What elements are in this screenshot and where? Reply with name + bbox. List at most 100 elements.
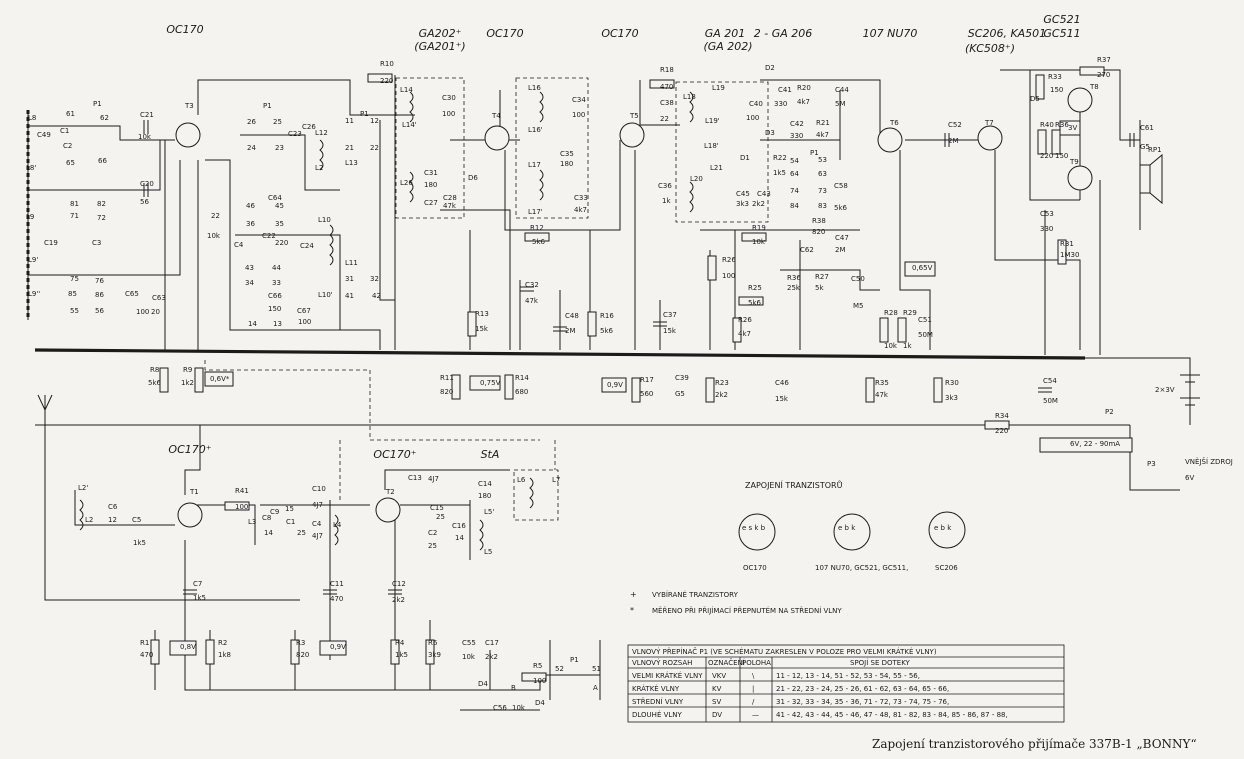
component-label: 2k2 [485,653,498,661]
component-label: 73 [818,187,827,195]
component-label: L19 [712,84,725,92]
component-label: C67 [297,307,311,315]
component-label: R27 [815,273,829,281]
component-label: C61 [1140,124,1154,132]
component-label: L17 [528,161,541,169]
component-label: C1 [286,518,295,526]
component-label: R13 [475,310,489,318]
component-label: R11 [440,374,454,382]
component-label: 4J7 [312,532,323,540]
component-label: 100 [298,318,311,326]
component-label: L26 [400,179,413,187]
component-label: 6V, 22 - 90mA [1070,440,1120,448]
switch-table-header-contacts: SPOJÍ SE DOTEKY [850,658,911,667]
component-label: 820 [440,388,453,396]
component-label: 180 [424,181,437,189]
component-label: C24 [300,242,314,250]
component-label: 10k [752,238,766,246]
component-label: 22 [211,212,220,220]
component-label: T4 [491,112,501,120]
component-label: C62 [800,246,814,254]
component-label: 10k [138,133,152,141]
component-label: 100 [746,114,759,122]
component-label: 51 [592,665,601,673]
component-label: L2 [85,516,93,524]
component-label: 3k3 [945,394,958,402]
component-label: C66 [268,292,282,300]
component-label: R35 [875,379,889,387]
transistor-header: StA [481,448,500,461]
component-label: L18 [683,93,696,101]
component-label: R21 [816,119,830,127]
component-label: P2 [1105,408,1114,416]
component-label: 31 [345,275,354,283]
component-label: 6V [1185,474,1194,482]
component-label: 1k5 [395,651,408,659]
transistor-header: SC206, KA501 [968,27,1046,40]
component-label: D1 [740,154,750,162]
component-label: 2k2 [715,391,728,399]
component-label: D6 [468,174,478,182]
component-label: R20 [797,84,811,92]
component-label: R1 [140,639,149,647]
component-label: R25 [748,284,762,292]
component-label: R14 [515,374,529,382]
component-label: L16 [528,84,541,92]
component-label: 24 [247,144,256,152]
component-label: 0,8V [180,643,196,651]
component-label: C33 [574,194,588,202]
component-label: D4 [535,699,545,707]
component-label: 66 [98,157,107,165]
component-label: C32 [525,281,539,289]
component-label: C31 [424,169,438,177]
component-label: 14 [248,320,257,328]
component-label: 0,75V [480,379,501,387]
component-label: C49 [37,131,51,139]
component-label: C46 [775,379,789,387]
component-label: 25 [273,118,282,126]
component-label: R17 [640,376,654,384]
component-label: T3 [184,102,194,110]
component-label: C54 [1043,377,1057,385]
component-label: C2 [428,529,437,537]
transistor-header: GA 201 [705,27,746,40]
component-label: C34 [572,96,586,104]
component-label: C44 [835,86,849,94]
component-label: R37 [1097,56,1111,64]
component-label: 15k [475,325,489,333]
component-label: 15 [285,505,294,513]
transistor-header: 2 - GA 206 [754,27,813,40]
component-label: 5M [835,100,846,108]
switch-table-header-range: VLNOVÝ ROZSAH [632,658,692,667]
voltage-boxes [169,120,1133,656]
component-label: L14 [400,86,413,94]
pinout-diagrams [738,511,966,551]
component-label: L9'' [28,290,40,298]
component-label: 470 [330,595,343,603]
component-label: T7 [984,119,994,127]
coil-symbols [79,91,694,551]
switch-table-title: VLNOVÝ PŘEPÍNAČ P1 (VE SCHÉMATU ZAKRESLE… [632,647,937,656]
component-label: 470 [660,83,673,91]
component-label: 12 [108,516,117,524]
component-label: 820 [812,228,825,236]
capacitor-symbols [143,120,1135,595]
component-label: D2 [765,64,775,72]
component-label: L8' [26,164,36,172]
component-label: C5 [132,516,141,524]
component-label: 5k6 [148,379,162,387]
pinout-pins-107nu70: e b k [838,524,856,532]
note-symbol-plus: + [630,590,637,599]
component-label: 42 [372,292,381,300]
battery-icon [1180,374,1200,406]
switch-table-cell: KV [712,685,722,693]
component-label: 1k5 [193,594,206,602]
component-label: C48 [565,312,579,320]
switch-table-cell: 31 - 32, 33 - 34, 35 - 36, 71 - 72, 73 -… [776,698,949,706]
component-label: 76 [95,277,104,285]
component-label: 56 [95,307,104,315]
component-label: 36 [246,220,255,228]
component-label: 50M [918,331,933,339]
component-label: P1 [570,656,579,664]
